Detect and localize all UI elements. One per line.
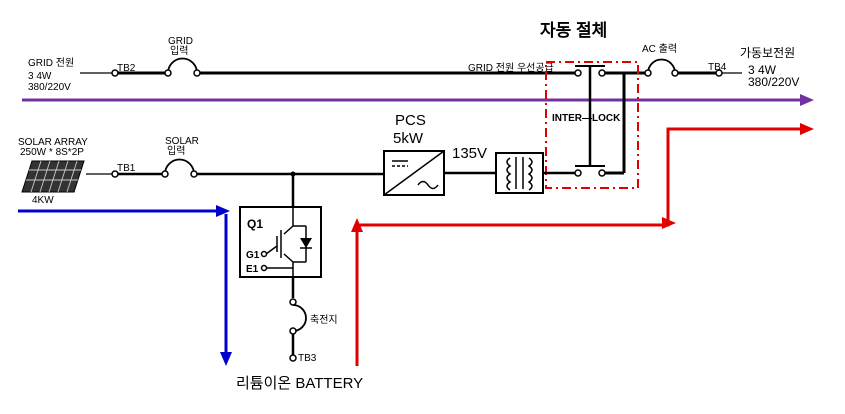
tb4-terminal: [715, 69, 723, 77]
transformer: [495, 152, 544, 194]
transfer-bus: [605, 73, 626, 175]
auto-transfer-title: 자동 절체: [540, 20, 607, 40]
battery-name: 리튬이온 BATTERY: [236, 375, 363, 392]
solar-flow-line: [18, 209, 218, 213]
tb3-label: TB3: [298, 353, 317, 364]
grid-breaker-terminal-left: [164, 69, 172, 77]
pcs-contact-left: [574, 169, 582, 177]
tb1-terminal: [111, 170, 119, 178]
grid-breaker-label-2: 입력: [170, 44, 188, 57]
solar-array-label: SOLAR ARRAY: [18, 137, 88, 148]
battery-flow-arrowhead-up: [351, 218, 363, 232]
interlock-label: INTER—LOCK: [552, 113, 621, 124]
solar-breaker-terminal-left: [161, 170, 169, 178]
battery-fuse-terminal-bottom: [289, 327, 297, 335]
battery-flow-arrowhead-right: [800, 123, 814, 135]
pcs-dc-voltage: 135V: [452, 145, 487, 162]
auto-transfer-box: [545, 61, 639, 189]
grid-breaker: [167, 57, 198, 74]
solar-breaker-terminal-right: [190, 170, 198, 178]
solar-array-spec: 250W * 8S*2P: [20, 147, 84, 158]
solar-breaker-label-1: SOLAR: [165, 136, 199, 147]
battery-fuse-label: 축전지: [310, 314, 338, 326]
grid-priority-label: GRID 전원 우선공급: [468, 62, 554, 74]
solar-panel-icon: [21, 160, 85, 193]
grid-contact-right: [598, 69, 606, 77]
tb4-label: TB4: [708, 62, 727, 73]
grid-source-spec: 3 4W: [28, 71, 52, 82]
ac-breaker-terminal-left: [644, 69, 652, 77]
battery-junction: [290, 171, 296, 177]
gate-wire: [265, 245, 278, 255]
load-voltage: 380/220V: [748, 75, 799, 89]
grid-breaker-terminal-right: [193, 69, 201, 77]
pcs-rating: 5kW: [393, 130, 424, 147]
gate-terminal: [260, 250, 268, 258]
solar-breaker-label-2: 입력: [167, 144, 185, 157]
transformer-coils: [506, 157, 533, 191]
ac-breaker-terminal-right: [671, 69, 679, 77]
solar-flow-arrowhead-down: [220, 352, 232, 366]
solar-array-power: 4KW: [32, 195, 54, 206]
pcs-label: PCS: [395, 112, 426, 129]
igbt-diode: [300, 238, 312, 248]
pcs-contact-right: [598, 169, 606, 177]
load-spec: 3 4W: [748, 63, 777, 77]
emitter-label: E1: [246, 264, 259, 275]
grid-contact-left: [574, 69, 582, 77]
battery-fuse: [292, 304, 307, 332]
battery-flow-arrowhead-mid: [662, 217, 676, 229]
tb1-label: TB1: [117, 163, 136, 174]
solar-breaker: [164, 158, 195, 175]
tb2-terminal: [111, 69, 119, 77]
ac-output-breaker: [647, 58, 676, 74]
emitter-terminal: [260, 264, 268, 272]
tb2-label: TB2: [117, 63, 136, 74]
grid-breaker-label-1: GRID: [168, 36, 193, 47]
grid-source-voltage: 380/220V: [28, 82, 71, 93]
solar-flow-arrowhead-right: [216, 205, 230, 217]
igbt-module-label: Q1: [247, 217, 263, 231]
load-label: 가동보전원: [740, 46, 795, 60]
grid-flow-arrowhead: [800, 94, 814, 106]
gate-label: G1: [246, 250, 260, 261]
grid-source-label: GRID 전원: [28, 57, 74, 69]
tb3-terminal: [289, 354, 297, 362]
ac-output-label: AC 출력: [642, 43, 677, 55]
pcs-inverter-symbol: [383, 150, 445, 196]
